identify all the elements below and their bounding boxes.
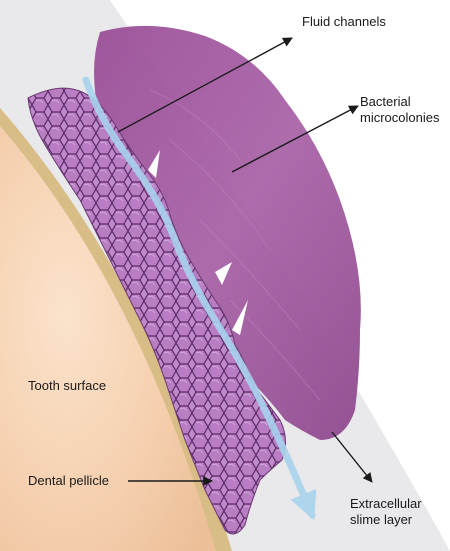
colony-cleft-2 — [215, 262, 232, 285]
arrow-extracellular-slime — [331, 431, 373, 483]
label-fluid-channels: Fluid channels — [302, 14, 386, 29]
bacterial-microcolonies — [27, 87, 286, 535]
label-dental-pellicle: Dental pellicle — [28, 473, 109, 488]
label-bacterial-line1: Bacterial — [360, 94, 411, 109]
arrow-fluid-channels — [117, 37, 293, 133]
label-bacterial-line2: microcolonies — [360, 110, 440, 125]
slime-texture — [149, 89, 321, 401]
dental-pellicle-band — [0, 108, 232, 551]
arrow-bacterial-microcolonies — [231, 105, 359, 173]
colony-cleft-1 — [148, 150, 160, 178]
label-tooth-surface: Tooth surface — [28, 378, 107, 393]
label-slime-line2: slime layer — [350, 512, 413, 527]
colony-cleft-3 — [232, 300, 248, 335]
extracellular-slime-layer — [94, 25, 361, 440]
fluid-channel — [82, 76, 317, 521]
label-slime-line1: Extracellular — [350, 496, 422, 511]
tooth-body — [0, 120, 220, 551]
